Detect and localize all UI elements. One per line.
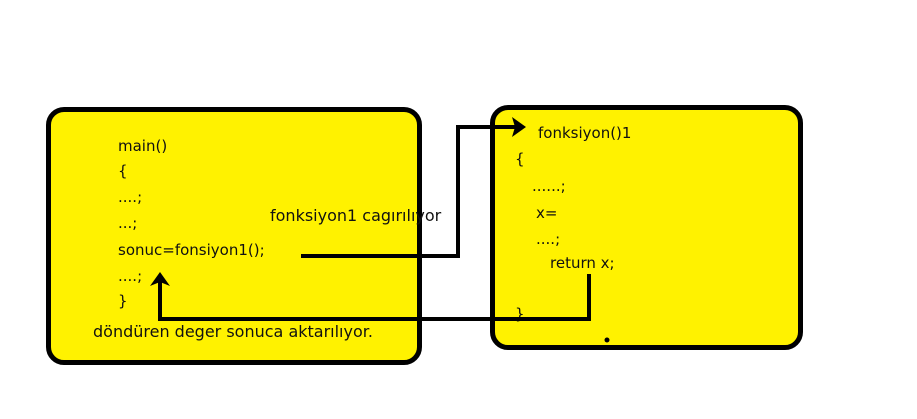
main-line-3: ....;	[118, 188, 143, 206]
func-line-7: }	[515, 305, 525, 323]
main-line-5: sonuc=fonsiyon1();	[118, 241, 265, 259]
func-line-1: fonksiyon()1	[538, 124, 632, 142]
return-label: döndüren deger sonuca aktarılıyor.	[93, 322, 373, 341]
main-line-2: {	[118, 162, 128, 180]
function-box	[490, 105, 803, 350]
main-line-1: main()	[118, 137, 168, 155]
func-line-5: ....;	[536, 230, 561, 248]
main-line-4: ...;	[118, 214, 138, 232]
call-label: fonksiyon1 cagırılıyor	[270, 206, 442, 225]
func-line-4: x=	[536, 204, 558, 222]
func-line-2: {	[515, 150, 525, 168]
main-line-6: ....;	[118, 267, 143, 285]
func-line-3: ......;	[532, 177, 566, 195]
main-line-7: }	[118, 292, 128, 310]
func-line-6: return x;	[550, 254, 615, 272]
